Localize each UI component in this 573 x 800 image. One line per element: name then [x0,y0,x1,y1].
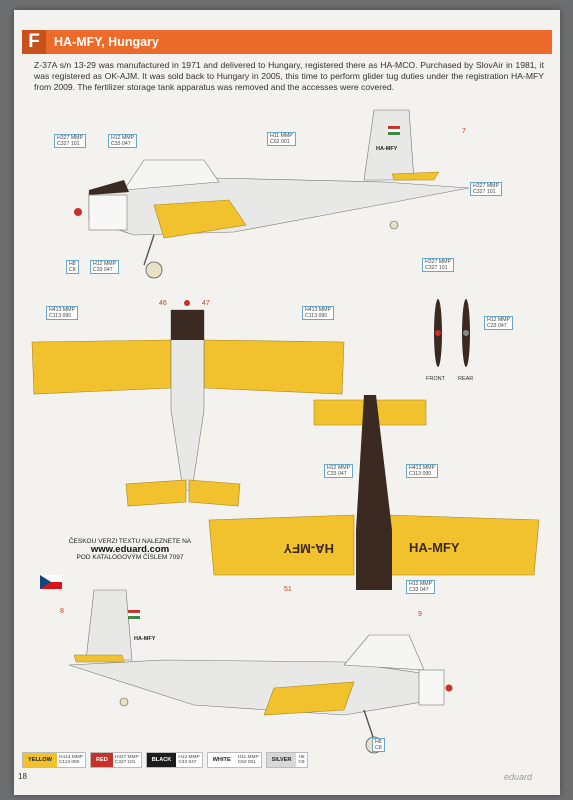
hungary-flag-white-1 [387,128,401,133]
wing-yellow-side-1 [153,199,247,239]
prop-rear-caption: REAR [458,376,474,382]
brand-logo: eduard [504,772,533,782]
section-banner: F HA-MFY, Hungary [22,30,552,54]
page-number: 18 [18,772,27,781]
spinner-red-2 [445,684,453,692]
stencil-marker: 8 [60,608,64,615]
wing-left-top [31,339,172,395]
hungary-flag-red-1 [388,126,400,129]
stencil-marker: 7 [462,128,466,135]
canopy-1 [123,159,220,191]
eduard-url[interactable]: www.eduard.com [90,544,170,555]
czech-note-line1: ČESKOU VERZI TEXTU NALEZNETE NA [68,538,192,545]
czech-flag-icon [40,575,62,589]
section-title: HA-MFY, Hungary [54,35,159,49]
side-view-left: HA-MFY [74,109,470,279]
tailplane-side-1 [391,171,440,181]
czech-note-line2: POD KATALOGOVÝM ČÍSLEM 7097 [76,554,184,561]
engine-cowl-2 [418,669,445,706]
registration-side-2: HA-MFY [134,636,156,642]
registration-wing-left: HA-MFY [283,541,334,556]
prop-front-caption: FRONT [426,376,445,382]
registration-side-1: HA-MFY [376,146,398,152]
tail-wheel-1 [389,220,399,230]
canopy-2 [343,634,425,671]
stencil-marker: 47 [202,300,210,307]
wing-right-top [203,339,345,395]
spinner-top [184,300,190,306]
tailplane-left-top [125,479,187,507]
stencil-marker: 9 [418,611,422,618]
spinner-red-1 [74,208,82,216]
wing-yellow-side-2 [263,681,355,716]
wing-left-bottom [208,514,355,576]
tail-fin-1 [363,109,415,181]
tailplane-right-top [188,479,241,507]
fuselage-bottom [356,395,392,590]
section-letter: F [22,30,46,54]
history-description: Z-37A s/n 13-29 was manufactured in 1971… [34,60,544,92]
side-view-right: HA-MFY [68,589,453,754]
top-view [31,300,345,507]
aircraft-drawings: HA-MFY HA-MFY HA-MFY [31,109,540,754]
czech-note: ČESKOU VERZI TEXTU NALEZNETE NA www.edua… [40,538,220,562]
nose-black-1 [89,180,129,195]
instruction-page: F HA-MFY, Hungary Z-37A s/n 13-29 was ma… [14,10,560,795]
propellers [434,299,470,367]
tail-fin-2 [85,589,133,661]
tail-wheel-2 [119,697,129,707]
stencil-marker: 51 [284,586,292,593]
hungary-flag-green-1 [388,132,400,135]
main-wheel-1 [145,261,163,279]
bottom-view: HA-MFY HA-MFY [208,395,540,590]
engine-cowl-1 [88,194,128,231]
registration-wing-right: HA-MFY [409,540,460,555]
stencil-marker: 46 [159,300,167,307]
nose-top [171,310,204,340]
fuselage-side-2 [68,659,435,716]
